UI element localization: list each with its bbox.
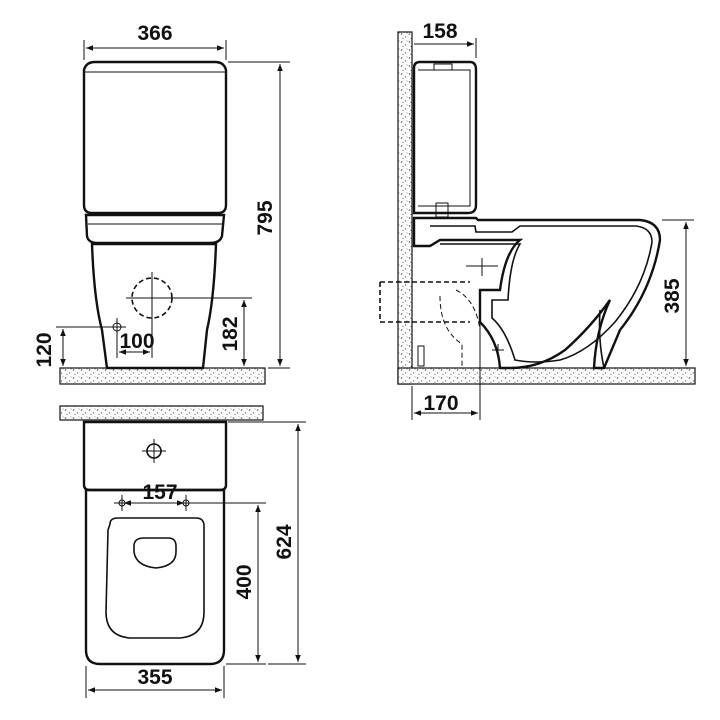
side-floor <box>397 367 696 385</box>
front-floor <box>59 367 266 385</box>
dim-front-inlet-height: 120 <box>33 332 56 367</box>
side-bowl <box>412 216 662 370</box>
dim-top-width: 355 <box>137 666 172 689</box>
front-bowl <box>90 242 218 370</box>
front-tank <box>82 60 228 215</box>
top-tank <box>82 420 228 492</box>
side-tank <box>412 60 478 215</box>
dim-front-height: 795 <box>254 200 277 235</box>
side-wall <box>397 31 413 385</box>
dim-side-tank-depth: 158 <box>422 20 457 43</box>
top-seat <box>105 517 205 639</box>
dim-top-fixing-distance: 157 <box>142 481 177 504</box>
dim-side-seat-height: 385 <box>661 278 684 313</box>
front-seat <box>84 213 226 245</box>
dim-top-bowl-length: 400 <box>233 564 256 599</box>
dim-front-outlet-height: 182 <box>219 316 242 351</box>
dim-top-total-length: 624 <box>273 524 296 559</box>
dim-front-inlet-offset: 100 <box>119 330 154 353</box>
side-tank-button <box>433 63 453 71</box>
dim-front-width: 366 <box>137 22 172 45</box>
top-view: 157 400 624 355 <box>59 405 306 698</box>
side-outlet-pipe <box>379 281 470 323</box>
front-view: 366 795 182 120 100 <box>33 22 290 385</box>
dim-side-outlet-distance: 170 <box>423 392 458 415</box>
side-view: 158 385 170 <box>379 20 696 420</box>
top-wall <box>59 405 264 421</box>
top-bowl <box>84 488 226 666</box>
